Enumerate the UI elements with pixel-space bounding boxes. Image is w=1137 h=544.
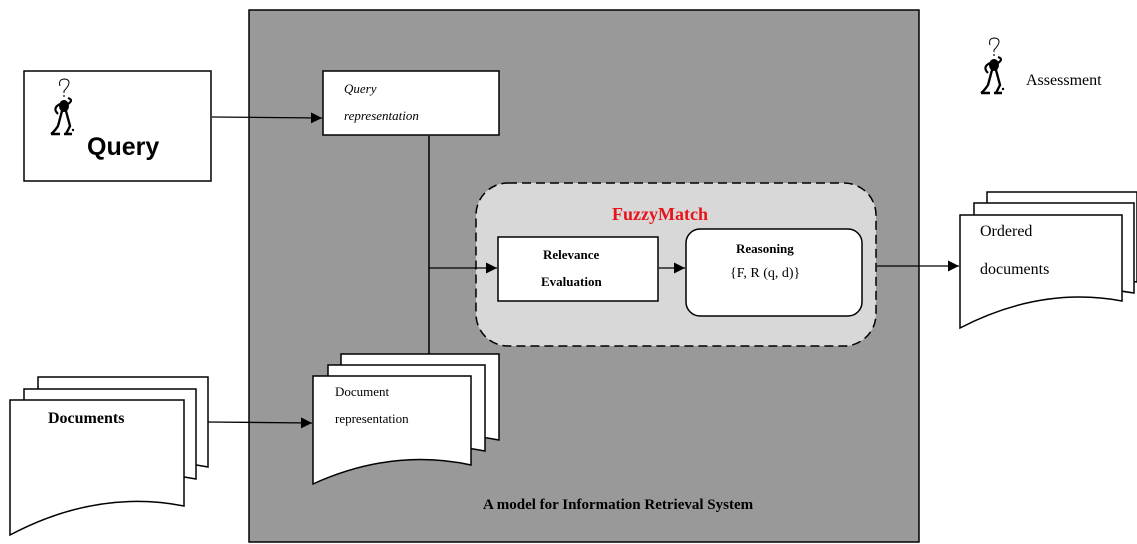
reasoning-formula: {F, R (q, d)}	[730, 266, 801, 281]
assessment-label: Assessment	[1026, 72, 1102, 89]
arrow-query-to-representation	[211, 112, 323, 124]
documents-label: Documents	[48, 410, 125, 427]
document-representation-stack	[312, 353, 500, 486]
document-representation-line1: Document	[335, 384, 390, 399]
assessment-thinker-icon	[979, 36, 1006, 95]
documents-stack	[9, 376, 209, 537]
relevance-line1: Relevance	[543, 247, 600, 262]
ordered-documents-stack	[959, 191, 1137, 330]
fuzzymatch-title: FuzzyMatch	[612, 204, 708, 224]
query-representation-box	[322, 70, 500, 136]
query-box	[23, 70, 212, 182]
ordered-documents-line2: documents	[980, 261, 1050, 278]
query-representation-line2: representation	[344, 108, 419, 123]
reasoning-title: Reasoning	[736, 241, 794, 256]
query-representation-line1: Query	[344, 81, 377, 96]
query-label: Query	[87, 133, 160, 161]
document-representation-line2: representation	[335, 411, 409, 426]
reasoning-box	[685, 228, 863, 317]
relevance-box	[497, 236, 659, 302]
arrow-documents-to-representation	[207, 417, 313, 429]
relevance-line2: Evaluation	[541, 274, 602, 289]
system-caption: A model for Information Retrieval System	[483, 497, 754, 513]
ordered-documents-line1: Ordered	[980, 223, 1033, 240]
